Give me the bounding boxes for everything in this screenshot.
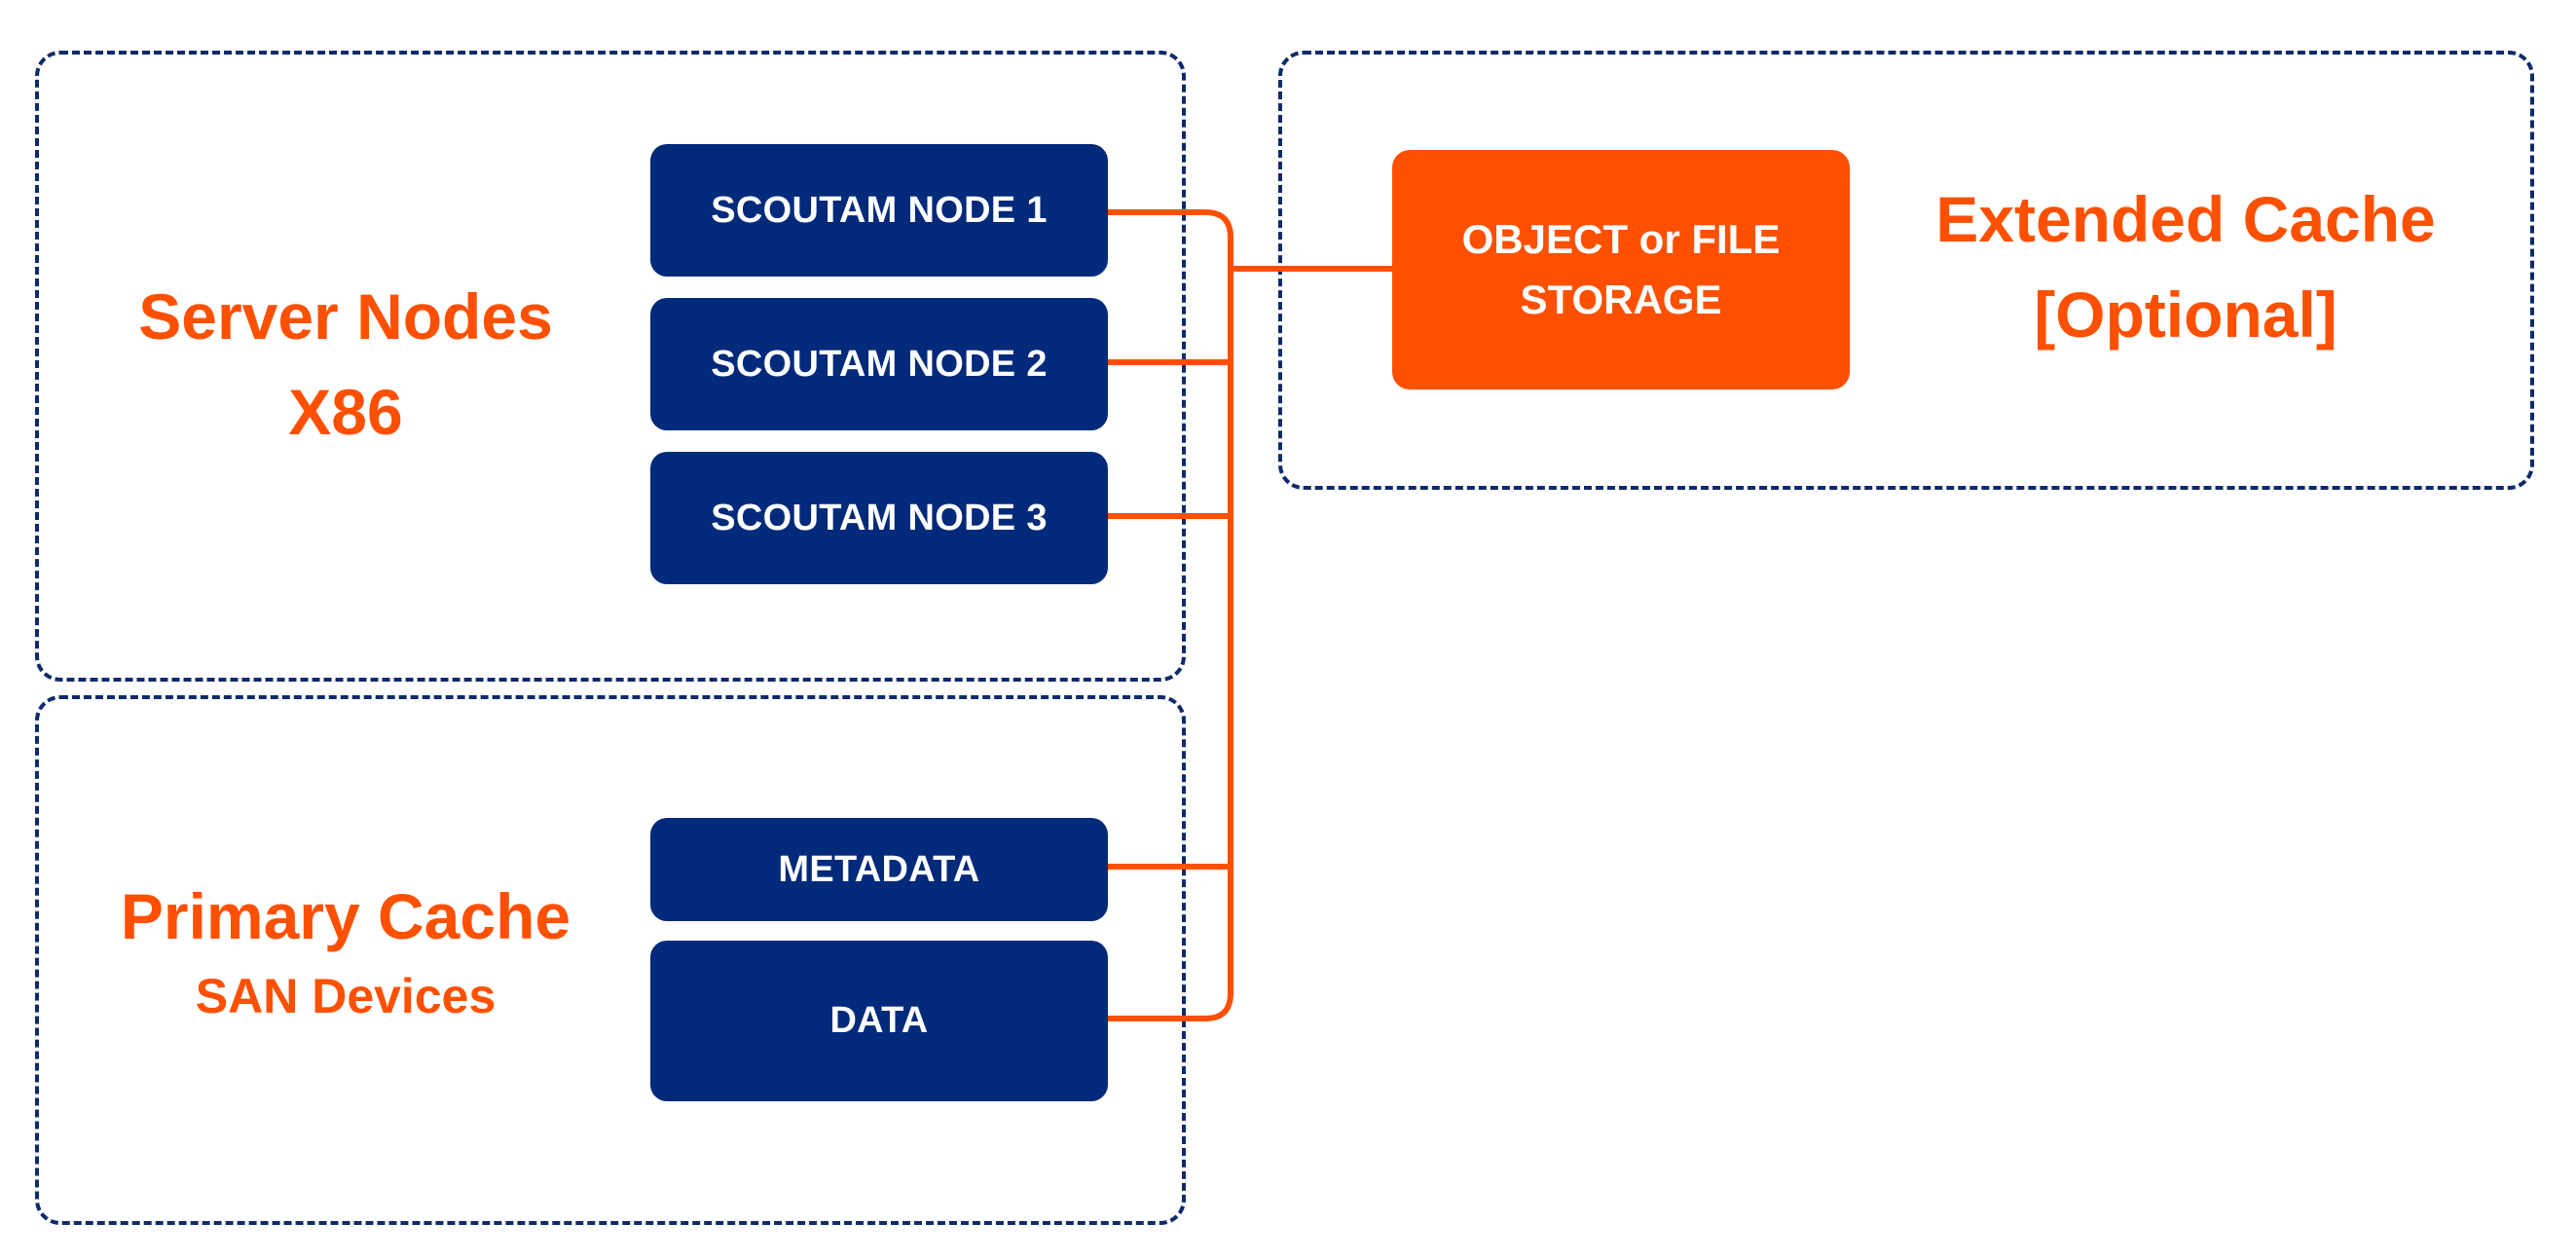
server-nodes-label: Server Nodes X86: [58, 269, 633, 460]
scoutam-node-2: SCOUTAM NODE 2: [650, 298, 1108, 430]
scoutam-node-1: SCOUTAM NODE 1: [650, 144, 1108, 277]
storage-label-line2: STORAGE: [1520, 277, 1722, 322]
server-nodes-arch: X86: [288, 376, 403, 448]
extended-cache-title: Extended Cache: [1935, 183, 2436, 255]
data-device: DATA: [650, 941, 1108, 1101]
object-file-storage: OBJECT or FILE STORAGE: [1392, 150, 1850, 389]
storage-label-line1: OBJECT or FILE: [1461, 216, 1781, 262]
primary-cache-subtitle: SAN Devices: [195, 969, 497, 1023]
scoutam-node-3: SCOUTAM NODE 3: [650, 452, 1108, 584]
server-nodes-title: Server Nodes: [138, 280, 553, 352]
metadata-device: METADATA: [650, 818, 1108, 921]
extended-cache-optional: [Optional]: [2034, 278, 2337, 351]
primary-cache-title: Primary Cache: [120, 880, 571, 952]
primary-cache-label: Primary Cache SAN Devices: [58, 872, 633, 1032]
extended-cache-label: Extended Cache [Optional]: [1879, 171, 2492, 362]
